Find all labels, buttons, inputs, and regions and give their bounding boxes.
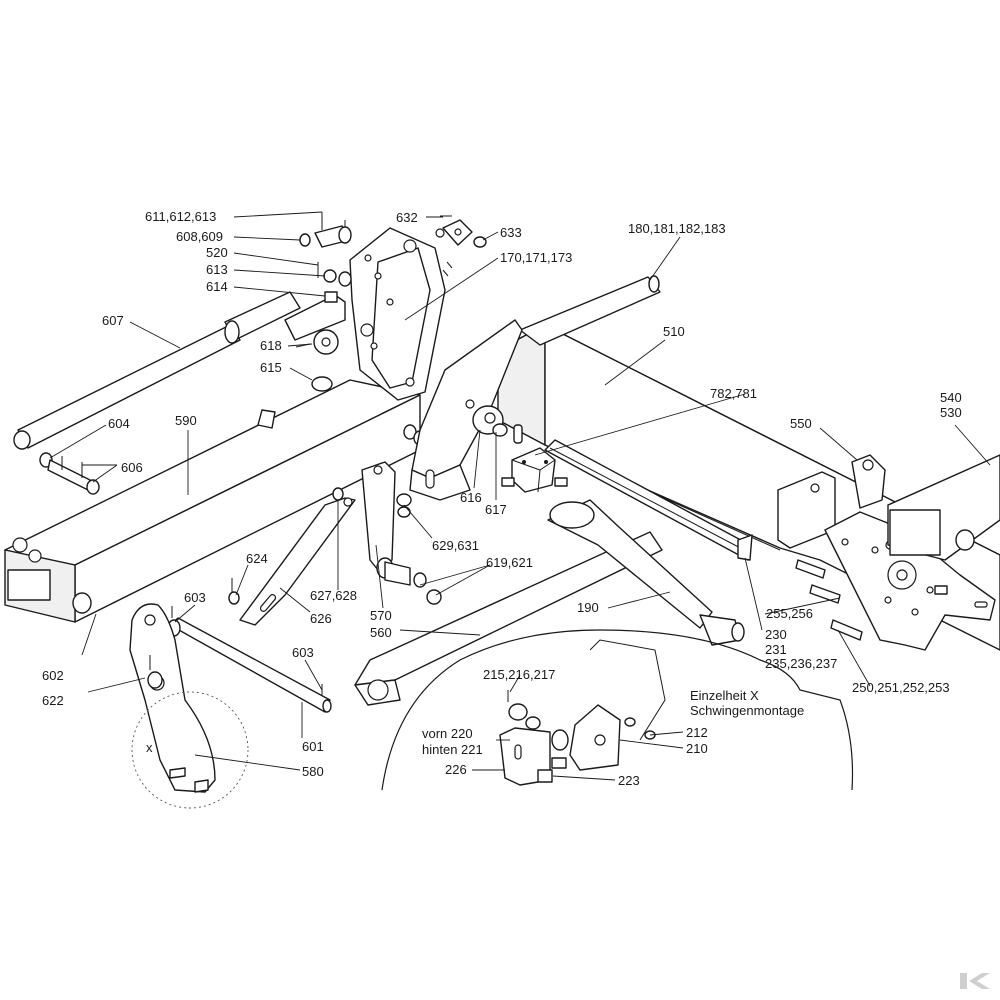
callout-570: 570: [370, 608, 392, 623]
callout-250: 250,251,252,253: [852, 680, 950, 695]
callout-230: 230: [765, 627, 787, 642]
callout-210: 210: [686, 741, 708, 756]
callout-632: 632: [396, 210, 418, 225]
detail-title: Einzelheit X: [690, 688, 759, 703]
gearbox-782: [501, 447, 568, 493]
callout-624: 624: [246, 551, 268, 566]
callout-602: 602: [42, 668, 64, 683]
leader-lines: [49, 211, 991, 781]
callout-608: 608,609: [176, 229, 223, 244]
callout-540: 540: [940, 390, 962, 405]
callout-603b: 603: [292, 645, 314, 660]
callout-614: 614: [206, 279, 228, 294]
callout-235: 235,236,237: [765, 656, 837, 671]
callout-603a: 603: [184, 590, 206, 605]
callout-520: 520: [206, 245, 228, 260]
callout-223: 223: [618, 773, 640, 788]
callout-615: 615: [260, 360, 282, 375]
callout-labels: 611,612,613 608,609 520 613 614 607 618 …: [42, 209, 962, 788]
callout-622: 622: [42, 693, 64, 708]
callout-618: 618: [260, 338, 282, 353]
callout-629: 629,631: [432, 538, 479, 553]
callout-212: 212: [686, 725, 708, 740]
callout-633: 633: [500, 225, 522, 240]
bracket-550: [777, 454, 886, 549]
callout-190: 190: [577, 600, 599, 615]
callout-255: 255,256: [766, 606, 813, 621]
callout-590: 590: [175, 413, 197, 428]
callout-627: 627,628: [310, 588, 357, 603]
callout-616: 616: [460, 490, 482, 505]
callout-220: vorn 220: [422, 726, 473, 741]
callout-226: 226: [445, 762, 467, 777]
callout-510: 510: [663, 324, 685, 339]
callout-x: x: [146, 740, 153, 755]
callout-604: 604: [108, 416, 130, 431]
callout-626: 626: [310, 611, 332, 626]
end-tube-540: [887, 454, 1000, 561]
flat-bar-626: [239, 497, 356, 626]
link-570: [361, 461, 411, 586]
callout-617: 617: [485, 502, 507, 517]
callout-560: 560: [370, 625, 392, 640]
side-plate-bracket: [349, 227, 453, 401]
pin-601: [167, 617, 332, 713]
callout-231: 231: [765, 642, 787, 657]
center-upright-plate: [409, 319, 523, 501]
frame-beam-590: [4, 379, 427, 623]
callout-221: hinten 221: [422, 742, 483, 757]
callout-611: 611,612,613: [145, 209, 216, 224]
round-shaft-180: [519, 275, 661, 346]
small-parts: [39, 212, 863, 695]
callout-550: 550: [790, 416, 812, 431]
detail-x-region: [381, 629, 854, 791]
callout-607: 607: [102, 313, 124, 328]
arm-560: [354, 499, 745, 706]
bearing-flange-616: [472, 405, 523, 444]
callout-613: 613: [206, 262, 228, 277]
cylinder-607: [13, 291, 301, 450]
callout-170: 170,171,173: [500, 250, 572, 265]
callout-580: 580: [302, 764, 324, 779]
callout-601: 601: [302, 739, 324, 754]
callout-606: 606: [121, 460, 143, 475]
callout-782: 782,781: [710, 386, 757, 401]
brand-logo-icon: [960, 973, 990, 989]
callout-530: 530: [940, 405, 962, 420]
detail-subtitle: Schwingenmontage: [690, 703, 804, 718]
callout-619: 619,621: [486, 555, 533, 570]
callout-180: 180,181,182,183: [628, 221, 726, 236]
callout-215: 215,216,217: [483, 667, 555, 682]
